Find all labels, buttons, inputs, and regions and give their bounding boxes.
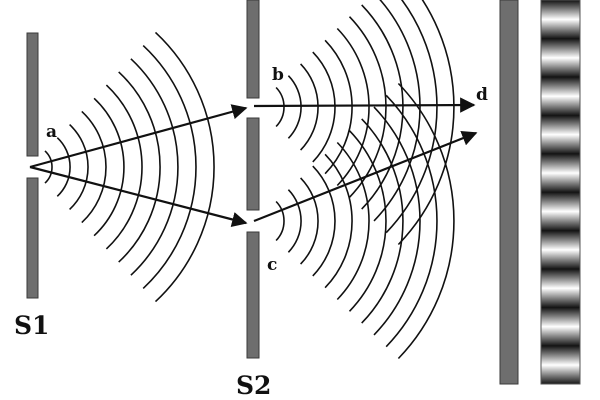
wavefront-arc-b-3	[300, 63, 319, 151]
label-d: d	[476, 85, 488, 105]
wavefront-arc-b-11	[397, 0, 455, 246]
wavefront-arc-b-10	[385, 0, 438, 234]
fringe-band-1	[541, 0, 580, 39]
label-s1: S1	[14, 311, 49, 340]
barrier-s1-lower	[26, 177, 39, 299]
barrier-s2-top	[246, 0, 260, 99]
wavefront-arc-c-1	[275, 200, 285, 242]
wavefront-arc-b-1	[275, 86, 285, 128]
wavefront-arc-b-5	[324, 39, 353, 175]
wavefront-arc-c-7	[348, 130, 387, 312]
wavefront-arc-c-10	[385, 94, 438, 348]
wavefront-arc-c-8	[361, 118, 404, 324]
ray-a-to-c	[29, 165, 248, 227]
slit-barrier-s1	[26, 32, 39, 299]
fringe-band-2	[541, 38, 580, 78]
wavefront-arc-a-1	[44, 150, 53, 184]
wavefront-arc-b-6	[336, 27, 370, 187]
wavefront-arc-a-10	[154, 31, 215, 303]
wavefront-arc-a-8	[130, 58, 179, 276]
wavefront-arc-a-2	[56, 137, 71, 197]
wavefront-arc-b-9	[373, 0, 421, 222]
fringe-band-10	[541, 345, 580, 385]
wavefront-arc-a-7	[118, 71, 161, 263]
fringe-band-8	[541, 268, 580, 308]
ray-c-to-d	[253, 130, 478, 223]
label-c: c	[267, 255, 277, 275]
wavefront-arc-c-4	[312, 165, 336, 277]
wavefront-arc-c-5	[324, 153, 353, 289]
slit-barrier-s2	[246, 0, 260, 359]
barrier-s2-middle	[246, 117, 260, 211]
wavefront-arc-a-4	[81, 110, 107, 224]
detection-screen	[499, 0, 519, 385]
label-b: b	[272, 65, 284, 85]
wavefront-arc-b-2	[287, 75, 302, 139]
ray-b-to-d	[253, 97, 476, 113]
wavefront-arc-a-3	[69, 124, 89, 210]
wavefront-arc-c-6	[336, 141, 370, 301]
wavefront-arc-c-9	[373, 106, 421, 336]
fringe-band-4	[541, 115, 580, 155]
barrier-s2-bottom	[246, 231, 260, 359]
wavefront-arc-a-5	[93, 97, 125, 237]
wavefront-arc-c-2	[287, 189, 302, 253]
wavefront-arc-c-3	[300, 177, 319, 265]
wavefront-arc-b-4	[312, 51, 336, 163]
wavefront-arc-a-9	[142, 45, 197, 289]
wavefronts-from-slit-c	[275, 82, 455, 360]
wavefront-arc-a-6	[105, 84, 143, 250]
fringe-band-3	[541, 76, 580, 116]
ray-a-to-b	[29, 104, 248, 169]
fringe-band-6	[541, 192, 580, 231]
label-s2: S2	[236, 371, 271, 400]
barrier-s1-upper	[26, 32, 39, 157]
fringe-border	[540, 0, 581, 385]
wavefront-arc-c-11	[397, 82, 455, 360]
fringe-band-7	[541, 230, 580, 270]
interference-pattern	[540, 0, 581, 385]
label-a: a	[46, 122, 57, 142]
fringe-band-9	[541, 307, 580, 347]
fringe-band-5	[541, 153, 580, 193]
wavefronts-from-slit-a	[44, 31, 215, 303]
